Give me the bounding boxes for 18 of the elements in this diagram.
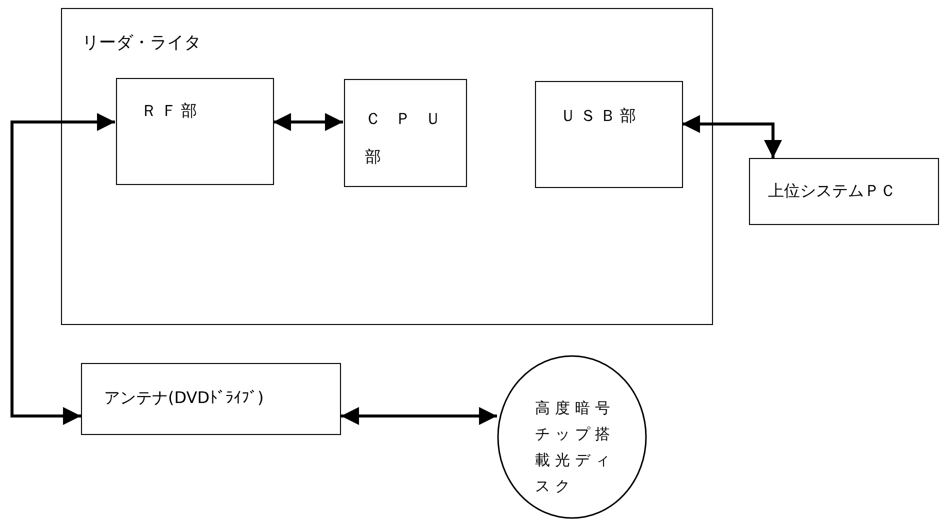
connector-arrow <box>273 113 343 131</box>
connector-arrow <box>341 407 497 425</box>
group-title: リーダ・ライタ <box>82 32 201 55</box>
connector-arrow <box>10 113 115 425</box>
block-box <box>749 158 939 225</box>
node-label: ＣＰＵ部 <box>365 108 455 168</box>
node-label: ＲＦ部 <box>141 100 201 122</box>
node-label: 上位システムＰＣ <box>768 180 896 202</box>
container-box <box>61 8 713 325</box>
node-label: 高度暗号チップ搭載光ディスク <box>535 398 616 497</box>
node-label: ＵＳＢ部 <box>560 105 640 127</box>
block-box <box>344 79 467 187</box>
node-label: アンテナ(DVDﾄﾞﾗｲﾌﾞ) <box>104 387 264 409</box>
disc-ellipse <box>497 355 647 519</box>
connector-arrow <box>682 115 782 158</box>
block-box <box>116 78 274 185</box>
block-box <box>81 363 341 435</box>
block-box <box>535 81 683 188</box>
